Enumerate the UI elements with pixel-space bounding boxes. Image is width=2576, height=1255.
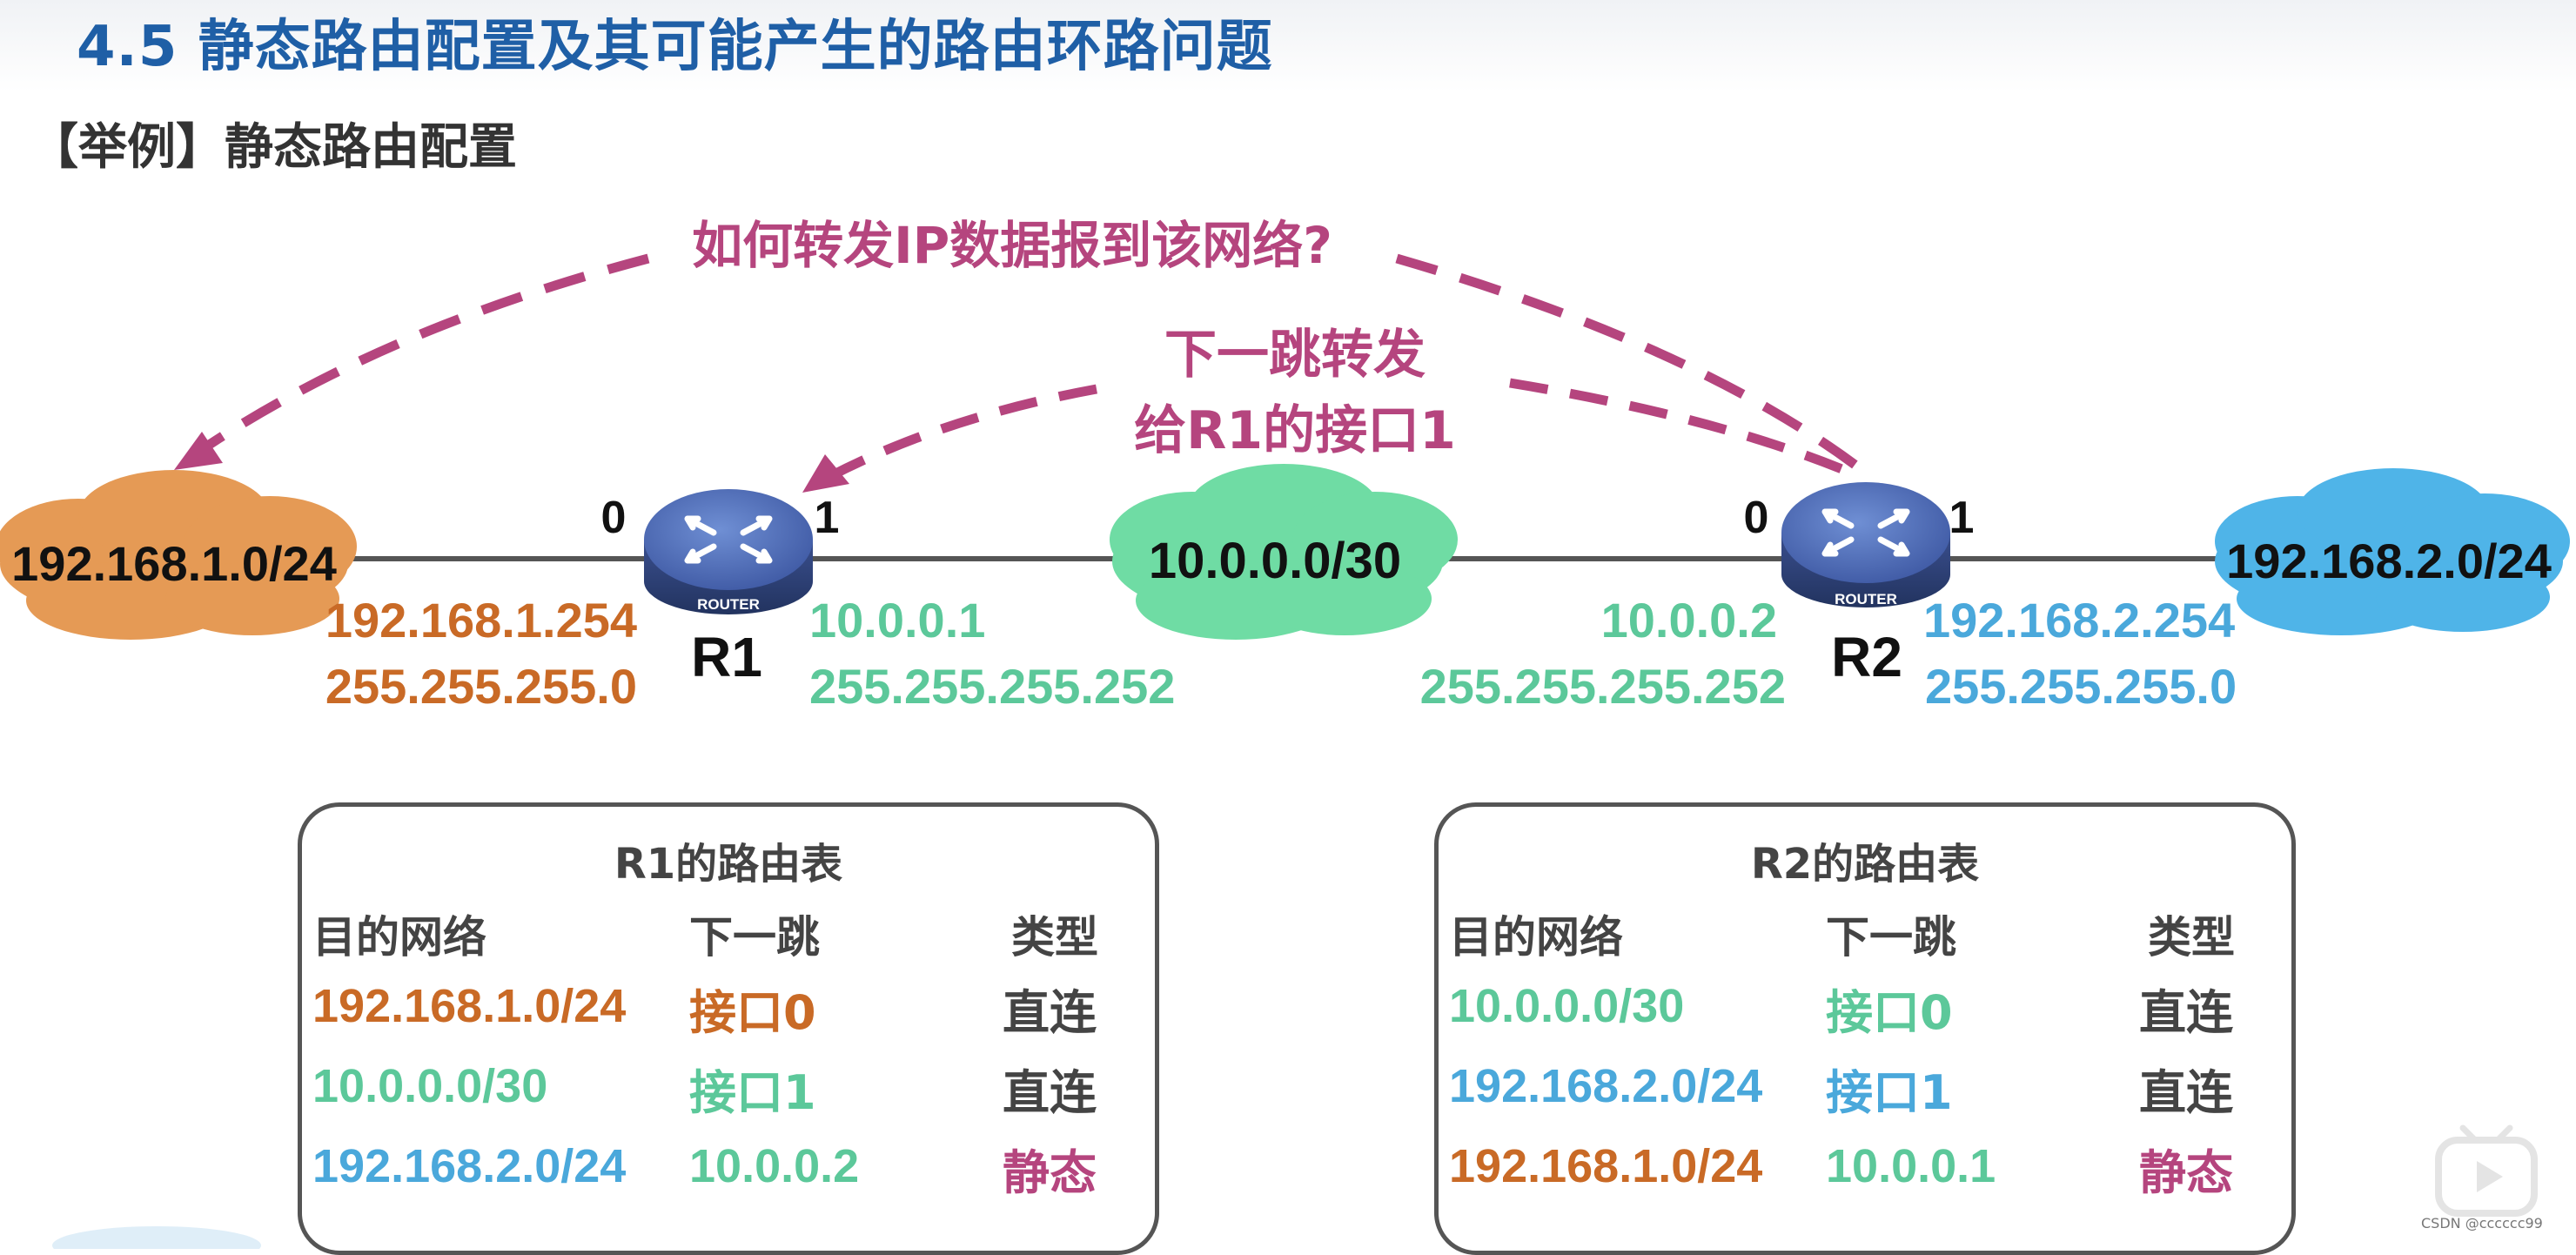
network-diagram: 如何转发IP数据报到该网络? 下一跳转发 给R1的接口1 192.168.1.0… [0,216,2570,714]
network-wan-label: 10.0.0.0/30 [1149,533,1401,589]
next-hop-label-line1: 下一跳转发 [1164,325,1426,386]
question-arrowhead [174,432,223,470]
next-hop-arrow-left [820,384,1097,485]
table-row-next-hop: 接口0 [1826,985,1953,1040]
table-row-destination: 192.168.2.0/24 [1449,1060,1763,1112]
router-r1-icon: ROUTER [644,489,813,614]
r1-if1-mask: 255.255.255.252 [809,659,1175,714]
r1-routing-table: R1的路由表 目的网络 下一跳 类型 192.168.1.0/24 接口0 直连… [298,802,1159,1255]
question-arrow-left [186,253,650,462]
next-hop-arrow-right [1509,378,1863,482]
table-row-destination: 192.168.1.0/24 [1449,1140,1763,1192]
r2-if1-ip: 192.168.2.254 [1923,593,2235,648]
router-r2-icon: ROUTER [1781,482,1950,607]
cloud-wan: 10.0.0.0/30 [1110,464,1458,640]
cloud-lan2: 192.168.2.0/24 [2215,468,2570,635]
r1-header-next-hop: 下一跳 [689,912,820,963]
r1-table-caption: R1的路由表 [614,840,843,889]
r1-if0-mask: 255.255.255.0 [325,659,637,714]
r2-header-destination: 目的网络 [1449,912,1623,963]
table-row-type: 直连 [1003,985,1097,1040]
table-row-destination: 10.0.0.0/30 [1449,980,1685,1032]
r2-routing-table: R2的路由表 目的网络 下一跳 类型 10.0.0.0/30 接口0 直连 19… [1434,802,2296,1255]
r2-header-next-hop: 下一跳 [1826,912,1956,963]
title-band [0,0,2576,91]
table-row-type: 直连 [2139,1065,2233,1120]
network-lan1-label: 192.168.1.0/24 [11,536,337,591]
question-label: 如何转发IP数据报到该网络? [692,216,1332,275]
svg-text:ROUTER: ROUTER [697,596,760,613]
r1-header-type: 类型 [1011,912,1098,963]
r1-port-1: 1 [815,493,840,543]
r1-name: R1 [691,626,762,688]
table-row-type: 静态 [1003,1145,1097,1200]
cloud-lan1: 192.168.1.0/24 [0,470,357,640]
r2-port-0: 0 [1744,493,1769,543]
table-row-type: 静态 [2139,1145,2233,1200]
r2-table-caption: R2的路由表 [1750,840,1980,889]
page-title: 4.5 静态路由配置及其可能产生的路由环路问题 [77,15,1273,79]
play-button-icon[interactable] [2433,1123,2539,1217]
watermark: CSDN @cccccc99 [2421,1215,2543,1232]
r1-if1-ip: 10.0.0.1 [809,593,985,648]
table-row-destination: 192.168.1.0/24 [312,980,627,1032]
network-lan2-label: 192.168.2.0/24 [2226,534,2552,588]
r2-if0-mask: 255.255.255.252 [1420,659,1786,714]
table-row-next-hop: 接口1 [689,1065,816,1120]
svg-text:ROUTER: ROUTER [1835,591,1897,607]
r1-header-destination: 目的网络 [312,912,486,963]
r2-if0-ip: 10.0.0.2 [1601,593,1777,648]
table-row-next-hop: 接口1 [1826,1065,1953,1120]
table-row-next-hop: 10.0.0.2 [689,1140,860,1192]
r1-if0-ip: 192.168.1.254 [325,593,637,648]
next-hop-label-line2: 给R1的接口1 [1134,400,1456,461]
table-row-destination: 10.0.0.0/30 [312,1060,548,1112]
table-row-next-hop: 接口0 [689,985,816,1040]
r2-if1-mask: 255.255.255.0 [1925,659,2237,714]
slide-decoration [52,1226,261,1249]
r2-header-type: 类型 [2148,912,2235,963]
table-row-type: 直连 [1003,1065,1097,1120]
table-row-next-hop: 10.0.0.1 [1826,1140,1996,1192]
next-hop-arrowhead [802,454,849,493]
r2-port-1: 1 [1949,493,1975,543]
table-row-type: 直连 [2139,985,2233,1040]
r1-port-0: 0 [601,493,627,543]
r2-name: R2 [1831,626,1902,688]
question-arrow-right [1395,253,1875,481]
example-heading: 【举例】静态路由配置 [30,119,517,176]
table-row-destination: 192.168.2.0/24 [312,1140,627,1192]
